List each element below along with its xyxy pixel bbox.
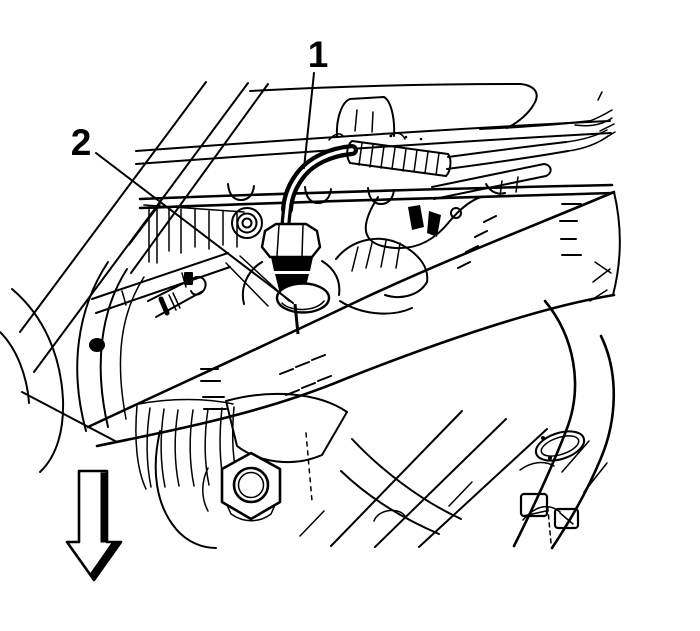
hex-nut [220,451,282,522]
bolt-heads [519,492,580,530]
thin-hose [364,196,482,250]
subframe-rails [299,410,548,548]
callout-2-leader [95,152,294,304]
left-machinery [89,204,290,352]
ribbed-sleeve [346,123,616,177]
washer-cap [328,96,406,141]
pump-port [275,282,331,335]
callout-1-label: 1 [308,34,329,75]
top-cowl [135,83,614,210]
callout-1-leader [303,72,315,169]
callout-1: 1 [303,34,329,169]
callout-2-label: 2 [71,122,92,163]
hose-hatch-marks [200,203,582,410]
radiator-hose [86,190,621,448]
callout-2: 2 [71,122,294,304]
left-pillar [19,81,269,443]
center-machinery [335,205,462,315]
right-air-duct [512,299,616,550]
down-arrow-icon [65,469,123,582]
support-beam-bar [431,163,552,200]
engine-lower-contours [305,432,552,544]
